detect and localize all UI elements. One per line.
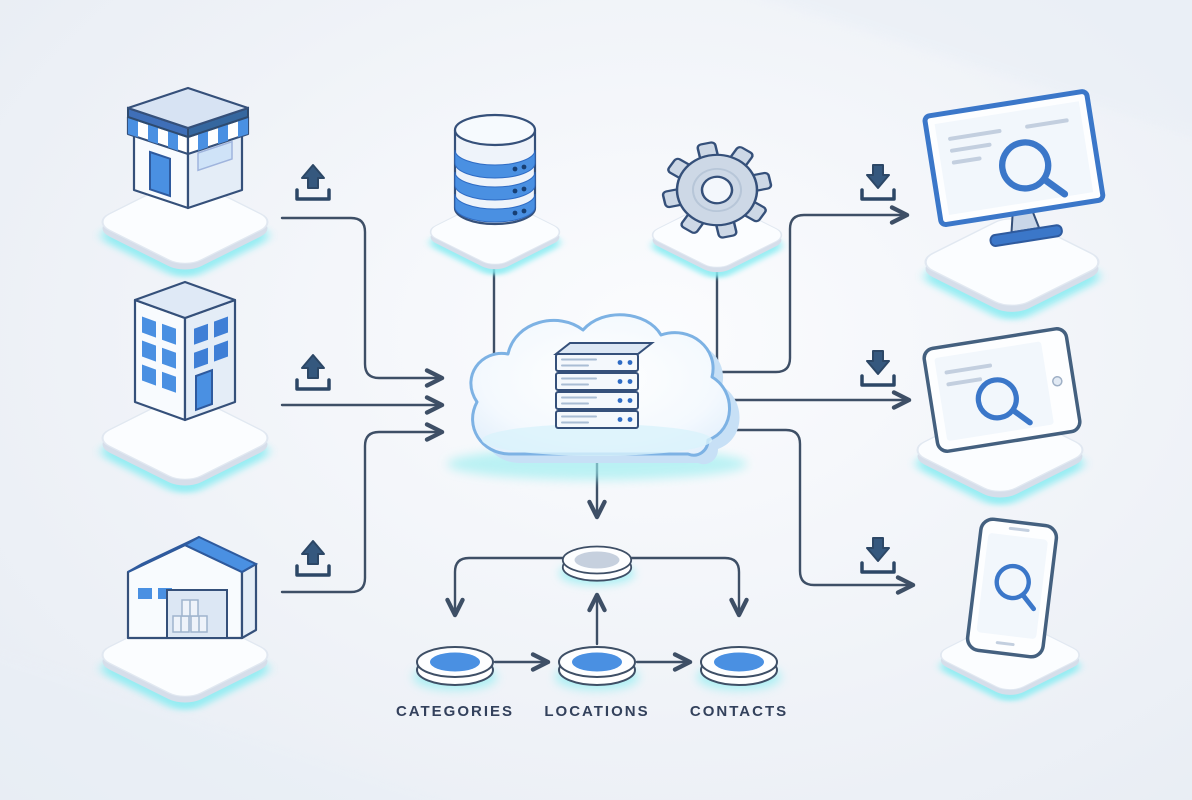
connector-warehouse-to-cloud [280, 422, 445, 594]
label-contacts: CONTACTS [690, 703, 788, 720]
screen-text-lines [948, 118, 1069, 165]
office-roof [133, 280, 237, 320]
store-window [197, 140, 233, 172]
phone-screen [976, 533, 1048, 639]
label-locations: LOCATIONS [544, 703, 649, 720]
database-icon [453, 113, 537, 226]
warehouse-boxes [172, 599, 208, 633]
monitor-base [989, 224, 1063, 247]
hub-node-disc [559, 547, 635, 586]
office-building-icon [133, 280, 237, 422]
phone-speaker [1008, 526, 1030, 533]
screen-text-lines [944, 363, 993, 387]
upload-icon-1 [295, 163, 331, 201]
warehouse-window [158, 588, 172, 599]
office-door [195, 368, 213, 412]
locations-node-disc [555, 647, 639, 690]
connector-cloud-to-phone [700, 428, 916, 595]
download-icon-1 [860, 163, 896, 201]
storefront-icon [126, 86, 250, 210]
download-icon-3 [860, 536, 896, 574]
warehouse-icon [126, 535, 259, 640]
categories-node-disc [413, 647, 497, 690]
connectors [280, 205, 916, 672]
tablet-search-icon [922, 327, 1082, 453]
office-windows [142, 316, 228, 393]
store-door [149, 150, 171, 198]
cloud-server-icon [447, 313, 747, 480]
warehouse-roof [182, 535, 259, 574]
tablet-screen [934, 341, 1054, 441]
monitor-search-icon [922, 89, 1106, 247]
server-rack [553, 342, 655, 429]
gear-icon [661, 141, 773, 239]
connector-store-to-cloud [280, 216, 445, 388]
phone-search-icon [965, 517, 1059, 659]
connector-hub-to-categories [445, 556, 567, 618]
label-categories: CATEGORIES [396, 703, 514, 720]
phone-home-indicator [995, 641, 1015, 647]
upload-icon-2 [295, 353, 331, 391]
warehouse-window [138, 588, 152, 599]
connector-cloud-to-monitor [700, 205, 910, 374]
upload-icon-3 [295, 539, 331, 577]
tablet-home-button [1052, 375, 1063, 387]
download-icon-2 [860, 349, 896, 387]
store-roof [126, 86, 250, 130]
connector-hub-to-contacts [627, 556, 749, 618]
contacts-node-disc [697, 647, 781, 690]
